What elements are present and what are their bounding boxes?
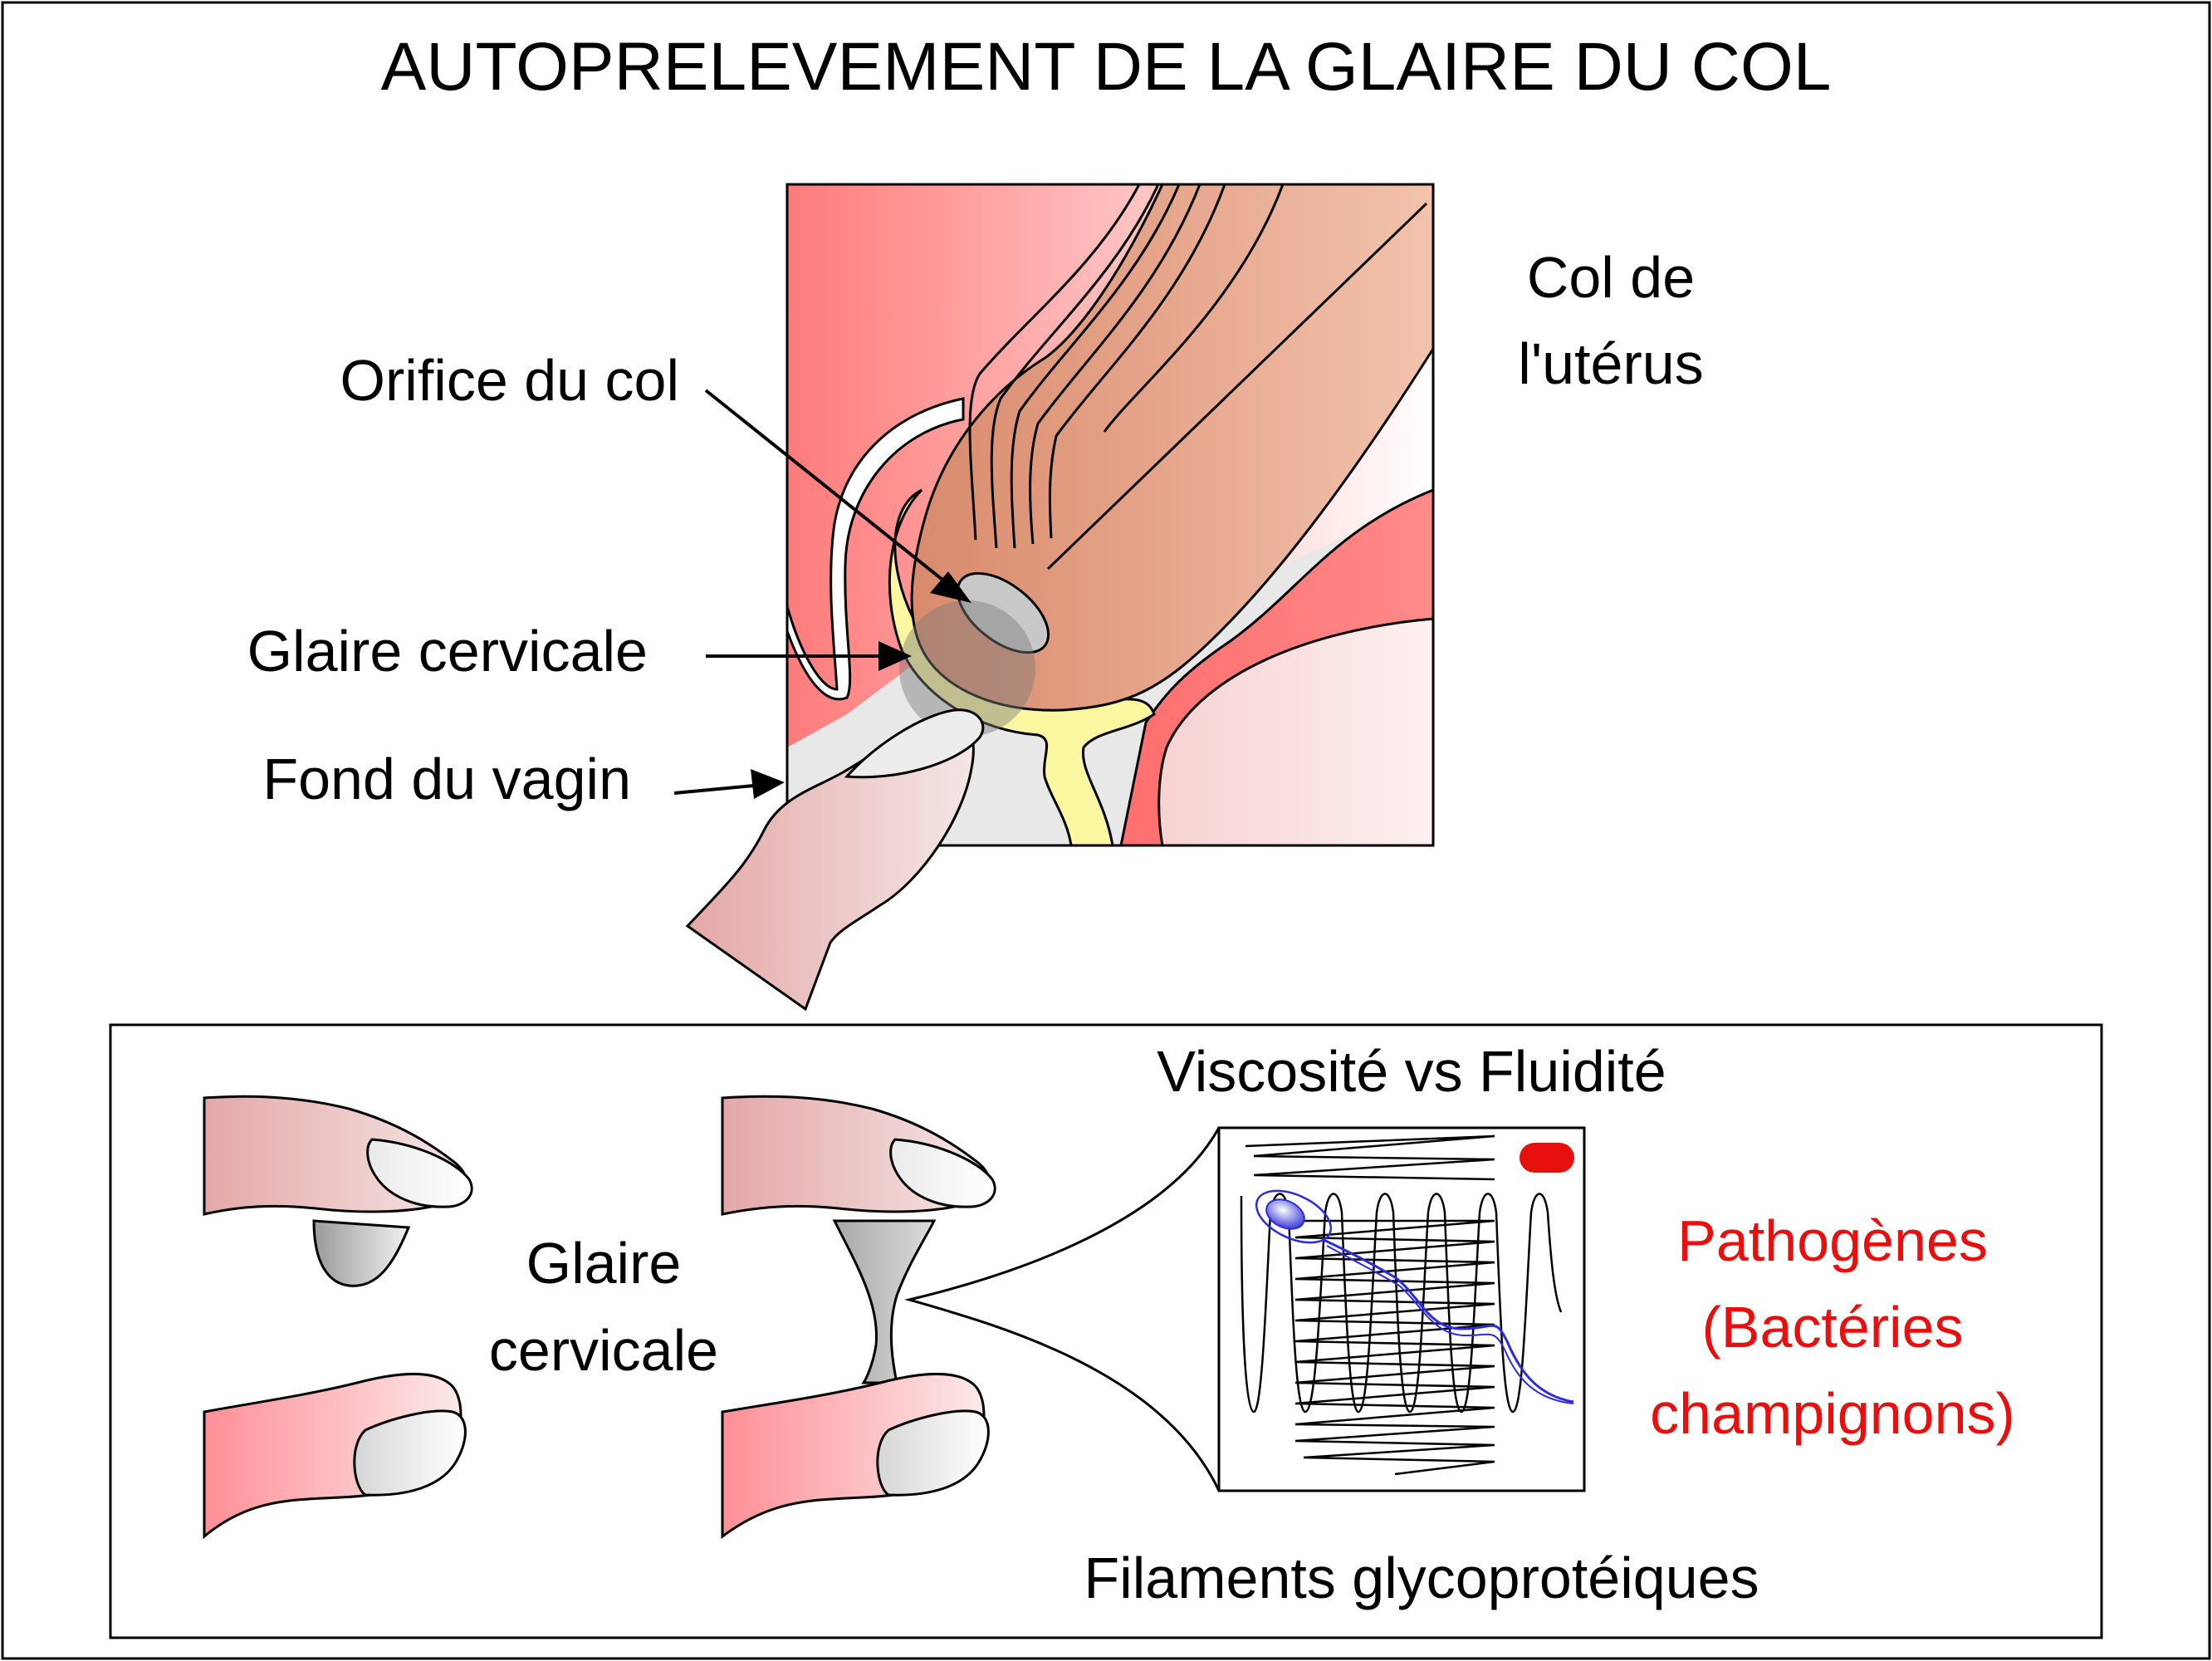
magnified-view xyxy=(1217,1126,1586,1492)
sperm-tail-outline xyxy=(1326,1245,1574,1404)
cervix-fold-6 xyxy=(1103,184,1285,433)
cervix-fold-2 xyxy=(990,184,1160,549)
sperm-head-outline xyxy=(1255,1189,1333,1244)
label-pathogenes-line1: Pathogènes xyxy=(1677,1208,1988,1273)
arrow-orifice xyxy=(704,389,971,603)
magnification-wedge xyxy=(904,1127,1221,1492)
cervix-fold-5 xyxy=(1048,184,1226,539)
page-title: AUTOPRELEVEMENT DE LA GLAIRE DU COL xyxy=(381,29,1832,105)
label-filaments: Filaments glycoprotéiques xyxy=(1084,1546,1759,1610)
label-col-line2: l'utérus xyxy=(1518,331,1703,396)
finger-pair-strand xyxy=(721,1095,996,1539)
finger xyxy=(685,714,975,1012)
illustration-frame xyxy=(785,183,1435,847)
magnified-frame xyxy=(1217,1126,1586,1492)
label-glaire-line2: cervicale xyxy=(489,1318,718,1383)
finger-nail xyxy=(844,708,985,779)
drop xyxy=(312,1219,411,1287)
bacterium xyxy=(1520,1143,1574,1173)
label-pathogenes-line2: (Bactéries xyxy=(1701,1295,1963,1360)
label-glaire-cervicale: Glaire cervicale xyxy=(247,619,648,684)
sampling-zone xyxy=(899,600,1035,737)
cervix-illustration xyxy=(685,183,1435,1012)
lower-right-tissue xyxy=(1157,617,1433,845)
upper-nail-middle xyxy=(889,1138,996,1208)
cervix-fold-4 xyxy=(1029,184,1201,545)
cervix-orifice xyxy=(956,571,1050,654)
bottom-panel xyxy=(109,1023,2103,1639)
cervix-fold-3 xyxy=(1010,184,1181,549)
cervix-fold-1 xyxy=(968,184,1141,541)
lower-nail-left xyxy=(353,1409,467,1497)
label-glaire-line1: Glaire xyxy=(526,1231,682,1296)
lower-nail-middle xyxy=(876,1409,990,1497)
arrow-fond-vagin xyxy=(673,769,785,799)
label-pathogenes-line3: champignons) xyxy=(1650,1381,2015,1446)
finger-pair-drop xyxy=(203,1095,473,1540)
label-viscosite: Viscosité vs Fluidité xyxy=(1157,1039,1666,1104)
label-orifice: Orifice du col xyxy=(340,348,679,413)
arrow-glaire xyxy=(706,641,912,671)
cervical-canal xyxy=(1046,202,1428,571)
upper-nail-left xyxy=(366,1138,473,1208)
label-col-line1: Col de xyxy=(1527,245,1695,310)
sperm-head xyxy=(1265,1198,1305,1230)
sperm-tail xyxy=(1321,1237,1574,1404)
label-fond-vagin: Fond du vagin xyxy=(262,747,631,811)
